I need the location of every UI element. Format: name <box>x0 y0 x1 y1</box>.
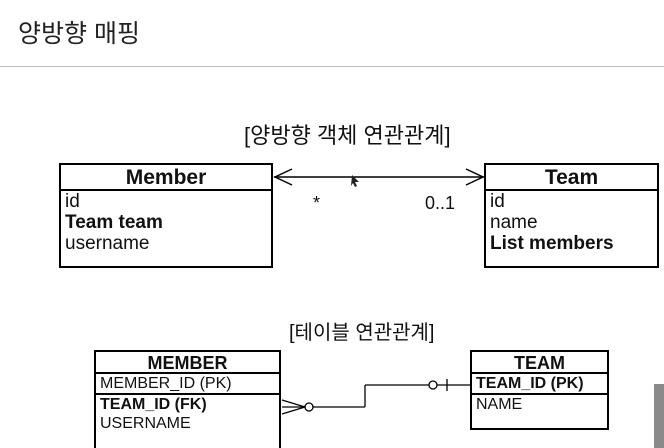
team-field-id: id <box>490 191 505 212</box>
member-col-username: USERNAME <box>100 415 191 432</box>
member-table-box: MEMBER MEMBER_ID (PK) TEAM_ID (FK) USERN… <box>94 350 281 448</box>
team-class-box: Team id name List members <box>484 163 659 268</box>
team-table-box: TEAM TEAM_ID (PK) NAME <box>470 350 609 430</box>
team-field-members: List members <box>490 233 614 254</box>
cursor-icon <box>351 175 359 187</box>
member-table-header: MEMBER <box>96 352 279 374</box>
team-col-team-id: TEAM_ID (PK) <box>472 374 607 395</box>
association-arrow <box>273 168 485 186</box>
member-class-box: Member id Team team username <box>59 163 273 268</box>
team-table-header: TEAM <box>472 352 607 374</box>
member-field-team: Team team <box>65 212 163 233</box>
member-field-id: id <box>65 191 80 212</box>
multiplicity-zero-one: 0..1 <box>425 193 456 213</box>
team-field-name: name <box>490 212 538 233</box>
team-col-name: NAME <box>476 396 523 413</box>
gray-block <box>654 384 664 448</box>
member-class-header: Member <box>61 165 271 191</box>
multiplicity-many: * <box>313 193 321 213</box>
table-diagram-title: [테이블 연관관계] <box>289 322 435 344</box>
team-class-header: Team <box>486 165 657 191</box>
member-col-member-id: MEMBER_ID (PK) <box>96 374 279 395</box>
object-diagram-title: [양방향 객체 연관관계] <box>244 123 451 148</box>
member-field-username: username <box>65 233 150 254</box>
member-col-team-id: TEAM_ID (FK) <box>100 396 207 413</box>
erd-relationship-line <box>281 379 470 415</box>
page-title: 양방향 매핑 <box>18 20 140 48</box>
title-divider <box>0 66 664 67</box>
